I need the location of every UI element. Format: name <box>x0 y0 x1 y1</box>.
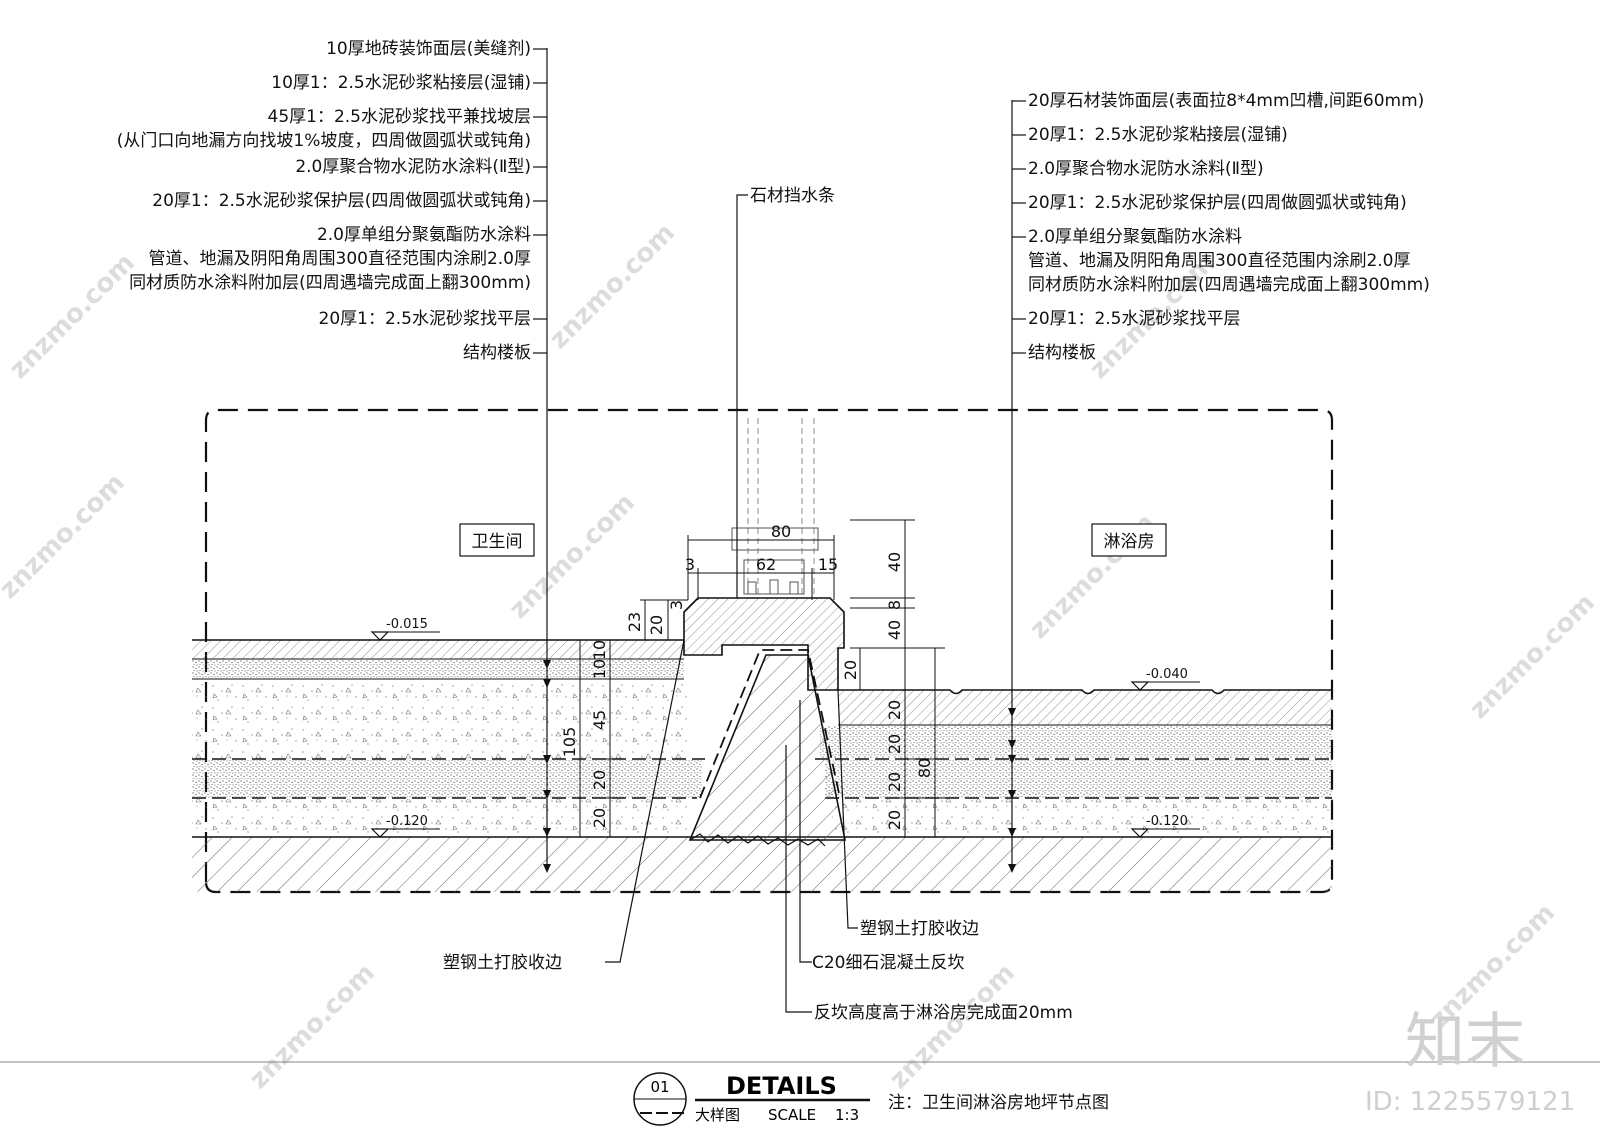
dimension-label: 3 <box>685 555 695 574</box>
top-callout-leader <box>736 194 748 598</box>
details-title: DETAILS <box>726 1072 837 1100</box>
elevation-marker-right-bottom: -0.120 <box>1130 814 1200 838</box>
concrete-label: C20细石混凝土反坎 <box>812 953 965 973</box>
callout-label: 10厚地砖装饰面层(美缝剂) <box>326 39 531 59</box>
title-note: 注：卫生间淋浴房地坪节点图 <box>888 1093 1109 1113</box>
dimension-label: 62 <box>756 555 776 574</box>
callout-label: 20厚1：2.5水泥砂浆找平层 <box>1028 309 1240 329</box>
id-watermark: ID: 1225579121 <box>1365 1087 1575 1117</box>
left-floor-layers <box>192 639 705 837</box>
callout-label: 20厚1：2.5水泥砂浆粘接层(湿铺) <box>1028 125 1288 145</box>
dimension-label: 105 <box>560 727 579 758</box>
dimension-label: 20 <box>885 772 904 792</box>
room-box-right <box>1091 523 1167 557</box>
room-label-bathroom: 卫生间 <box>472 532 523 552</box>
note-leader <box>785 745 812 1013</box>
left-leader-ticks <box>543 660 551 873</box>
callout-label: 20厚1：2.5水泥砂浆保护层(四周做圆弧状或钝角) <box>152 191 531 211</box>
elevation-label: -0.120 <box>386 814 428 829</box>
callout-label: 2.0厚单组分聚氨酯防水涂料 <box>317 225 531 245</box>
callout-label: 20厚1：2.5水泥砂浆保护层(四周做圆弧状或钝角) <box>1028 193 1407 213</box>
dimension-label: 23 <box>625 612 644 632</box>
watermark-text: znzmo.com <box>4 248 141 385</box>
dimension-label: 20 <box>590 770 609 790</box>
callout-label: 管道、地漏及阴阳角周围300直径范围内涂刷2.0厚 <box>149 249 531 269</box>
structural-slab <box>192 837 1332 892</box>
left-sealant-leader <box>605 639 685 963</box>
scale-value: 1:3 <box>835 1106 859 1124</box>
dimension-label: 45 <box>590 710 609 730</box>
callout-label: 2.0厚单组分聚氨酯防水涂料 <box>1028 227 1242 247</box>
door-profile <box>731 527 819 595</box>
dimension-label: 8 <box>885 600 904 610</box>
brand-watermark: 知末 <box>1405 1007 1525 1077</box>
dimension-label: 40 <box>885 620 904 640</box>
curb-note-label: 反坎高度高于淋浴房完成面20mm <box>814 1003 1073 1023</box>
dimension-label: 20 <box>590 808 609 828</box>
callout-label: 20厚1：2.5水泥砂浆找平层 <box>319 309 531 329</box>
right-sealant-label: 塑钢土打胶收边 <box>860 919 979 939</box>
detail-number: 01 <box>650 1078 669 1096</box>
elevation-marker-left-bottom: -0.120 <box>370 814 440 838</box>
dimension-label: 20 <box>647 615 666 635</box>
room-label-shower: 淋浴房 <box>1104 532 1155 552</box>
callout-label: 2.0厚聚合物水泥防水涂料(Ⅱ型) <box>295 157 531 177</box>
callout-label: 2.0厚聚合物水泥防水涂料(Ⅱ型) <box>1028 159 1264 179</box>
dimension-label: 10 <box>590 659 609 679</box>
dimension-lines-left <box>570 639 620 838</box>
details-subtitle: 大样图 <box>695 1106 740 1124</box>
dimension-label: 3 <box>667 600 686 610</box>
top-callout-label: 石材挡水条 <box>750 186 835 206</box>
dimension-label: 20 <box>885 810 904 830</box>
watermark-text: znzmo.com <box>1464 588 1600 725</box>
room-box-left <box>459 523 535 557</box>
watermark-text: znzmo.com <box>0 468 131 605</box>
door-frame-dashed <box>747 418 815 598</box>
watermark-text: znzmo.com <box>884 958 1021 1095</box>
callout-label: (从门口向地漏方向找坡1%坡度，四周做圆弧状或钝角) <box>117 131 531 151</box>
left-callout-group: 10厚地砖装饰面层(美缝剂) 10厚1：2.5水泥砂浆粘接层(湿铺) 45厚1：2.… <box>117 39 547 363</box>
dimension-label: 15 <box>818 555 838 574</box>
dimension-lines-top <box>640 535 835 641</box>
callout-label: 45厚1：2.5水泥砂浆找平兼找坡层 <box>268 107 531 127</box>
dimension-label: 80 <box>915 758 934 778</box>
callout-label: 20厚石材装饰面层(表面拉8*4mm凹槽,间距60mm) <box>1028 91 1424 111</box>
dimension-label: 10 <box>590 640 609 660</box>
callout-label: 同材质防水涂料附加层(四周遇墙完成面上翻300mm) <box>129 273 531 293</box>
callout-label: 同材质防水涂料附加层(四周遇墙完成面上翻300mm) <box>1028 275 1430 295</box>
concrete-curb <box>688 654 846 841</box>
dimension-label: 20 <box>885 700 904 720</box>
elevation-label: -0.120 <box>1146 814 1188 829</box>
watermark-text: znzmo.com <box>244 958 381 1095</box>
scale-label: SCALE <box>768 1106 816 1124</box>
elevation-label: -0.040 <box>1146 667 1188 682</box>
dimension-label: 20 <box>841 660 860 680</box>
dimension-label: 20 <box>885 734 904 754</box>
elevation-marker-left-top: -0.015 <box>370 617 440 641</box>
watermark-text: znzmo.com <box>544 218 681 355</box>
dimension-label: 80 <box>771 522 791 541</box>
right-callout-group: 20厚石材装饰面层(表面拉8*4mm凹槽,间距60mm) 20厚1：2.5水泥砂浆… <box>1012 91 1430 363</box>
callout-label: 结构楼板 <box>1028 343 1096 363</box>
elevation-marker-right-top: -0.040 <box>1130 667 1200 691</box>
dimension-lines-right <box>845 519 945 838</box>
concrete-leader <box>799 700 812 963</box>
left-sealant-label: 塑钢土打胶收边 <box>443 953 562 973</box>
stone-threshold <box>683 597 845 691</box>
callout-label: 10厚1：2.5水泥砂浆粘接层(湿铺) <box>271 73 531 93</box>
callout-label: 结构楼板 <box>463 343 531 363</box>
elevation-label: -0.015 <box>386 617 428 632</box>
callout-label: 管道、地漏及阴阳角周围300直径范围内涂刷2.0厚 <box>1028 251 1410 271</box>
dimension-label: 40 <box>885 552 904 572</box>
right-leader-ticks <box>1008 708 1016 873</box>
right-sealant-leader <box>837 689 858 929</box>
